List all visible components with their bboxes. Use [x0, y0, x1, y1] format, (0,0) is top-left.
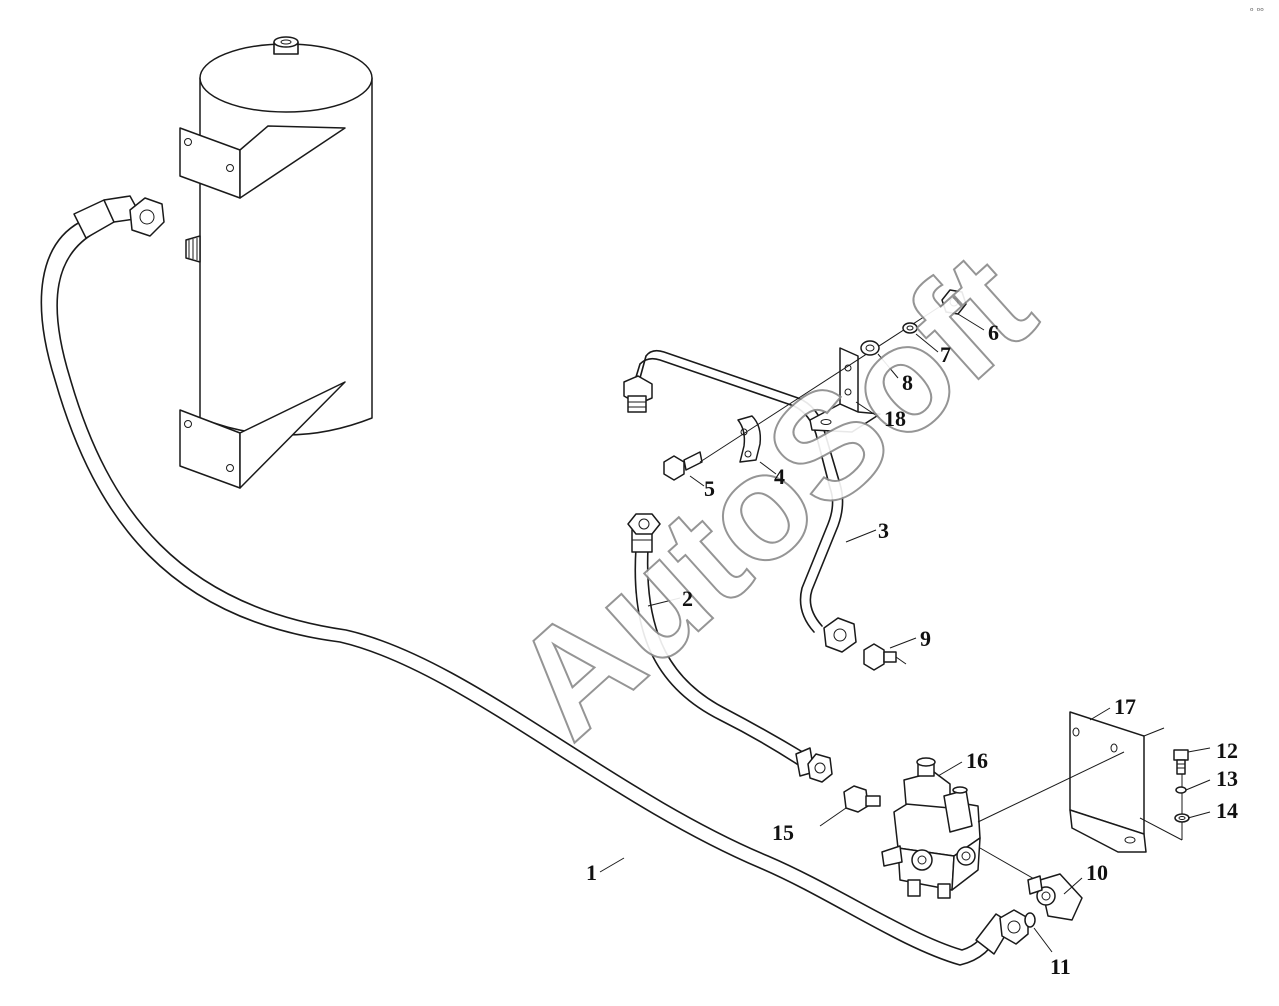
callout-2: 2 [682, 586, 693, 611]
hose-2-top-nut [627, 513, 661, 535]
tube-3 [623, 349, 857, 653]
callout-15: 15 [772, 820, 794, 845]
callout-labels: 1 2 3 4 5 6 7 8 9 10 11 12 13 14 15 16 1… [586, 320, 1238, 979]
air-receiver-tank [179, 36, 373, 489]
adapter-9 [863, 643, 907, 671]
washer-13 [1175, 786, 1187, 794]
hose-2-bottom-nut [795, 747, 833, 783]
valve-16 [881, 757, 981, 899]
tube-3-upper-nut [623, 375, 653, 413]
nut-6 [941, 289, 967, 315]
callout-8: 8 [902, 370, 913, 395]
watermark-text: AutoSoft [481, 221, 1064, 769]
callout-3: 3 [878, 518, 889, 543]
adapter-15 [819, 785, 881, 827]
tube-3-lower-nut [823, 617, 857, 653]
hose-2 [627, 513, 833, 783]
corner-mark: ᵒ ᵒᵒ [1250, 7, 1264, 17]
callout-14: 14 [1216, 798, 1238, 823]
elbow-10 [1027, 873, 1083, 921]
callout-12: 12 [1216, 738, 1238, 763]
bracket-17 [977, 711, 1183, 889]
callout-17: 17 [1114, 694, 1136, 719]
callout-11: 11 [1050, 954, 1071, 979]
callout-7: 7 [940, 342, 951, 367]
tank-upper-bracket [179, 125, 346, 199]
callout-5: 5 [704, 476, 715, 501]
washer-14 [1174, 813, 1190, 823]
callout-18: 18 [884, 406, 906, 431]
tank-lower-bracket [179, 381, 346, 489]
washer-7 [902, 322, 918, 334]
o-ring-11 [1024, 912, 1036, 928]
leader-lines [599, 313, 1211, 953]
fastener-stack [699, 289, 967, 463]
callout-6: 6 [988, 320, 999, 345]
bolt-12 [1173, 749, 1189, 775]
callout-4: 4 [774, 464, 785, 489]
bolt-5 [663, 451, 703, 481]
callout-13: 13 [1216, 766, 1238, 791]
callout-9: 9 [920, 626, 931, 651]
hose-1 [40, 195, 1029, 966]
hose-1-bottom-nut [975, 909, 1029, 955]
callout-1: 1 [586, 860, 597, 885]
hose-1-top-nut [129, 197, 165, 237]
callout-10: 10 [1086, 860, 1108, 885]
bracket-18 [809, 347, 881, 433]
washer-8 [860, 340, 880, 356]
tank-side-fitting [185, 235, 201, 263]
callout-16: 16 [966, 748, 988, 773]
